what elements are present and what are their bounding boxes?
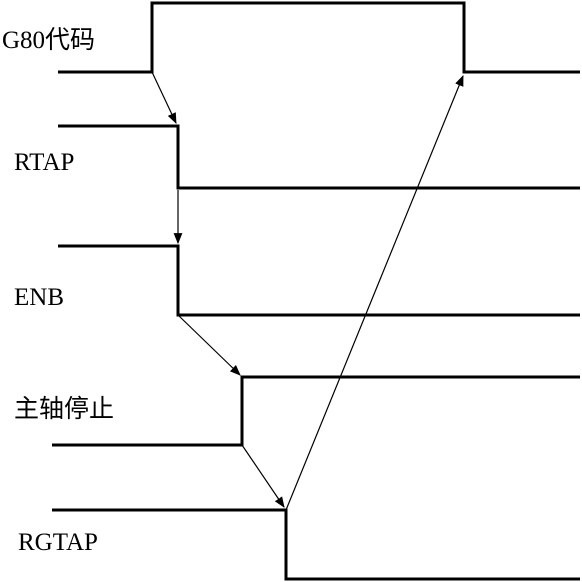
arrow-g80-to-rtap [151,71,177,124]
signal-label-g80: G80代码 [2,27,96,54]
arrow-enb-to-spindle-stop [177,314,241,376]
waveform-rgtap [52,508,580,581]
waveform-g80 [58,1,580,74]
waveform-rtap [58,124,580,190]
signal-label-enb: ENB [14,284,64,311]
waveform-enb [58,244,580,317]
arrow-spindle-stop-to-rgtap [241,444,285,508]
waveform-spindle-stop [52,375,580,447]
signal-label-rgtap: RGTAP [18,529,98,556]
signal-label-rtap: RTAP [14,149,75,176]
signal-label-spindle-stop: 主轴停止 [14,396,115,423]
arrow-rgtap-to-g80 [285,74,464,511]
